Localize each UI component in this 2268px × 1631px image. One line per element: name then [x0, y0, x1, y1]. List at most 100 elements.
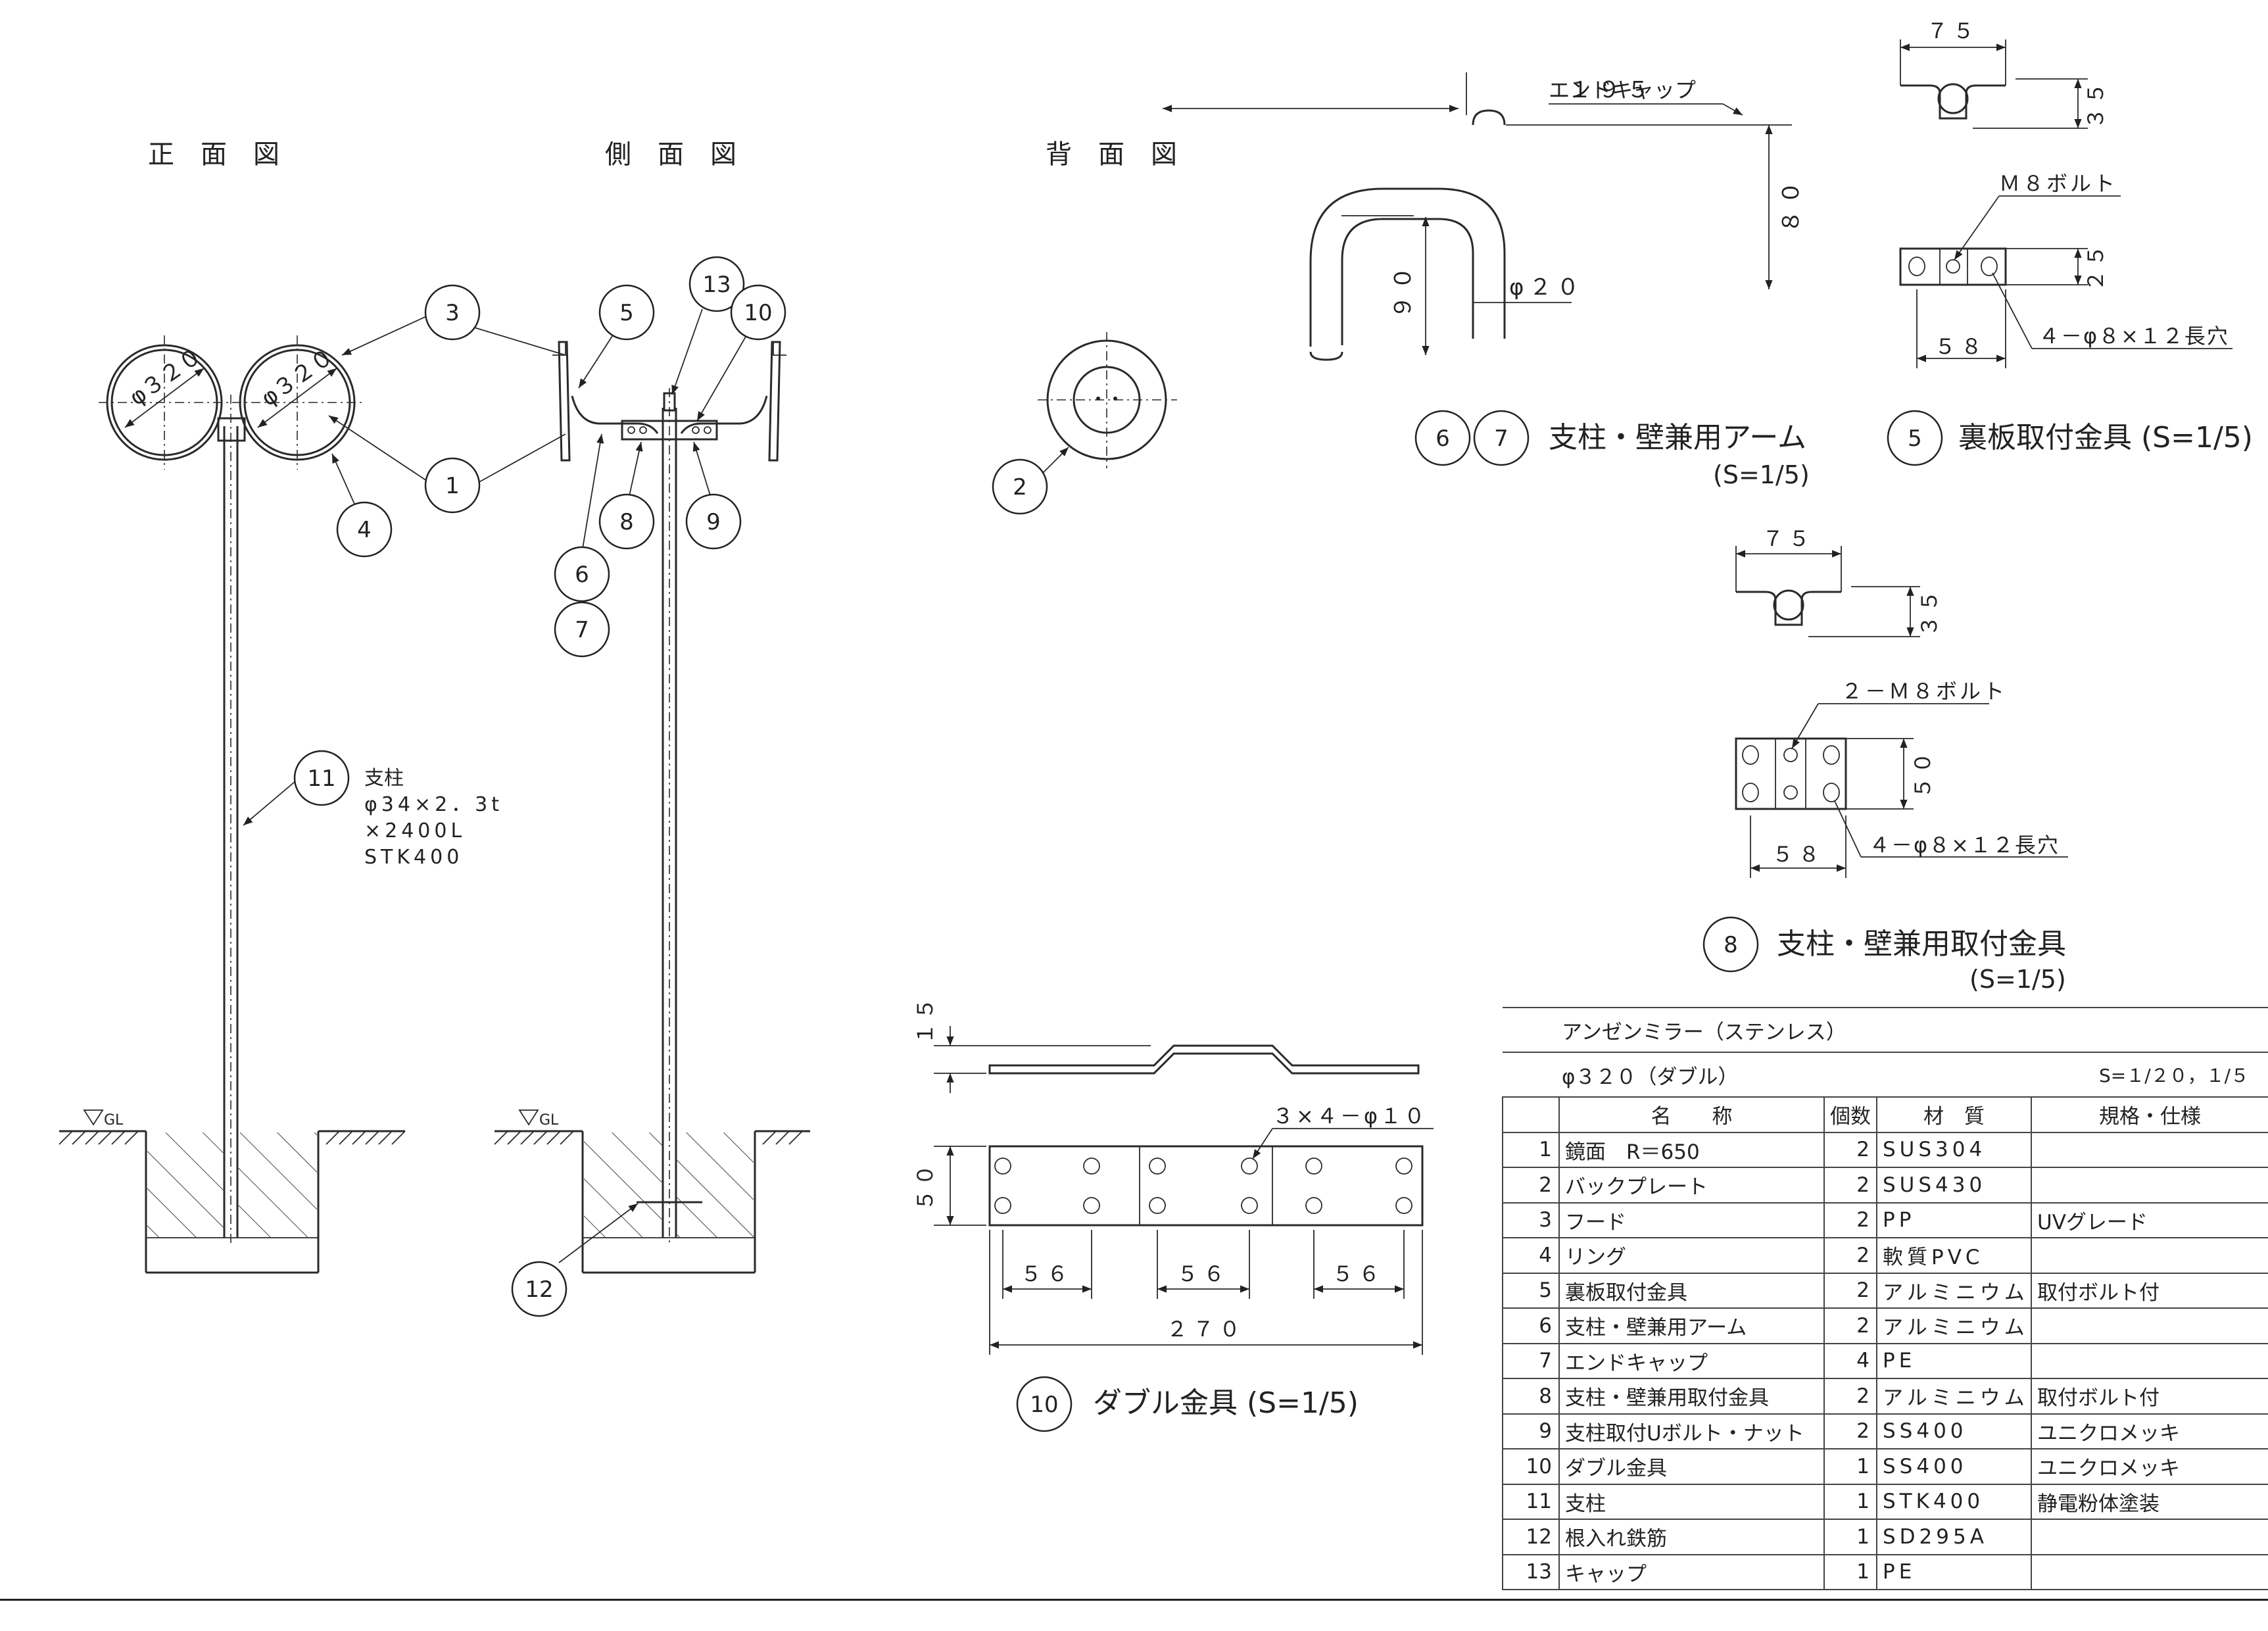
cell-spec: [2030, 1553, 2268, 1590]
side-view: GL: [494, 308, 810, 1274]
cell-qty: 2: [1823, 1307, 1877, 1344]
bp-bolt-label: Ｍ８ボルト: [1999, 171, 2117, 196]
cell-mat: PE: [1876, 1342, 2032, 1379]
bp-dim-75: ７５: [1927, 18, 1979, 43]
bubble-3: 3: [445, 300, 460, 326]
cell-qty: 1: [1823, 1483, 1877, 1520]
cell-name: ダブル金具: [1558, 1448, 1825, 1485]
bubble-12: 12: [525, 1277, 553, 1303]
wm-dim-50: ５０: [1910, 748, 1935, 798]
bubble-11: 11: [307, 766, 335, 792]
table-title-row: アンゼンミラー（ステンレス）: [1503, 1007, 2268, 1053]
bubble-13: 13: [702, 272, 731, 298]
table-subtitle-row: φ３２０（ダブル） S=１/２０，１/５: [1503, 1052, 2268, 1098]
db-dim-56-b: ５６: [1177, 1261, 1230, 1286]
wall-mount-side: [621, 420, 718, 441]
cell-spec: UVグレード: [2030, 1202, 2268, 1238]
detail-bubble-7: 7: [1494, 426, 1508, 452]
pole-note-line3: ×2400L: [364, 819, 466, 842]
cell-name: バックプレート: [1558, 1167, 1825, 1204]
cell-mat: SUS304: [1876, 1131, 2032, 1168]
cell-spec: [2030, 1342, 2268, 1379]
cell-spec: [2030, 1167, 2268, 1204]
cell-no: 6: [1502, 1307, 1560, 1344]
col-header-name: 名 称: [1558, 1096, 1825, 1133]
cell-no: 2: [1502, 1167, 1560, 1204]
double-bracket-detail: １５ ５０ ３×４－φ１０ ５６ ５６ ５６: [913, 994, 1434, 1355]
bubble-9: 9: [706, 509, 721, 535]
cell-mat: SUS430: [1876, 1167, 2032, 1204]
wallmount-detail-scale: (S=1/5): [1969, 965, 2066, 994]
cell-qty: 2: [1823, 1378, 1877, 1415]
db-dim-50: ５０: [913, 1161, 938, 1211]
table-title: アンゼンミラー（ステンレス）: [1562, 1020, 1846, 1044]
bp-dim-25: ２５: [2083, 241, 2108, 291]
col-header-material: 材 質: [1876, 1096, 2032, 1133]
bp-dim-35: ３５: [2083, 79, 2108, 129]
cell-qty: 2: [1823, 1167, 1877, 1204]
cell-mat: PE: [1876, 1553, 2032, 1590]
wallmount-detail: ７５ ３５ ５０ ２－Ｍ８ボルト ５８ ４－φ８×１２長穴: [1735, 526, 2068, 878]
arm-dim-80: ８０: [1778, 175, 1804, 233]
cell-mat: SS400: [1876, 1448, 2032, 1485]
wm-slot-label: ４－φ８×１２長穴: [1869, 833, 2060, 858]
pole-note-line4: STK400: [364, 846, 463, 869]
bubble-2: 2: [1013, 474, 1027, 500]
cell-no: 4: [1502, 1237, 1560, 1274]
cell-no: 7: [1502, 1342, 1560, 1379]
cell-qty: 1: [1823, 1553, 1877, 1590]
cell-no: 11: [1502, 1483, 1560, 1520]
cell-qty: 2: [1823, 1413, 1877, 1449]
cell-no: 13: [1502, 1553, 1560, 1590]
db-dim-270: ２７０: [1167, 1317, 1245, 1342]
pole-note-line2: φ34×2．3t: [364, 793, 503, 816]
wm-bolt-label: ２－Ｍ８ボルト: [1841, 679, 2007, 704]
front-view-title: 正 面 図: [148, 139, 279, 170]
cell-mat: STK400: [1876, 1483, 2032, 1520]
pole-note-line1: 支柱: [364, 767, 404, 790]
cell-no: 9: [1502, 1413, 1560, 1449]
db-holes: [994, 1157, 1412, 1214]
cell-spec: ユニクロメッキ: [2030, 1413, 2268, 1449]
backplate-detail-title: 裏板取付金具 (S=1/5): [1958, 421, 2253, 454]
col-header-spec: 規格・仕様: [2030, 1096, 2268, 1133]
cell-spec: 取付ボルト付: [2030, 1378, 2268, 1415]
cell-name: 支柱・壁兼用アーム: [1558, 1307, 1825, 1344]
front-gl-label: GL: [104, 1112, 124, 1129]
cell-qty: 4: [1823, 1342, 1877, 1379]
bp-slot-label: ４－φ８×１２長穴: [2039, 324, 2229, 349]
arm-dim-phi20: φ２０: [1509, 274, 1584, 301]
cell-spec: [2030, 1131, 2268, 1168]
cell-spec: 静電粉体塗装: [2030, 1483, 2268, 1520]
bubble-4: 4: [357, 517, 372, 543]
cell-qty: 2: [1823, 1237, 1877, 1274]
wm-dim-58: ５８: [1772, 842, 1825, 867]
cell-name: 支柱取付Uボルト・ナット: [1558, 1413, 1825, 1449]
bubble-6: 6: [575, 562, 589, 588]
cell-name: フード: [1558, 1202, 1825, 1238]
cell-name: 支柱・壁兼用取付金具: [1558, 1378, 1825, 1415]
cell-spec: ユニクロメッキ: [2030, 1448, 2268, 1485]
end-cap-label: エンドキャップ: [1549, 78, 1696, 103]
back-view: [1038, 332, 1177, 477]
db-dim-15: １５: [913, 994, 938, 1044]
table-scale: S=１/２０，１/５: [2098, 1065, 2250, 1086]
col-header-no: [1502, 1096, 1560, 1133]
bubble-8: 8: [619, 509, 634, 535]
cell-spec: [2030, 1237, 2268, 1274]
cell-name: 裏板取付金具: [1558, 1272, 1825, 1309]
cell-mat: アルミニウム: [1876, 1378, 2032, 1415]
col-header-qty: 個数: [1823, 1096, 1877, 1133]
table-header-row: 名 称 個数 材 質 規格・仕様: [1502, 1096, 2268, 1133]
